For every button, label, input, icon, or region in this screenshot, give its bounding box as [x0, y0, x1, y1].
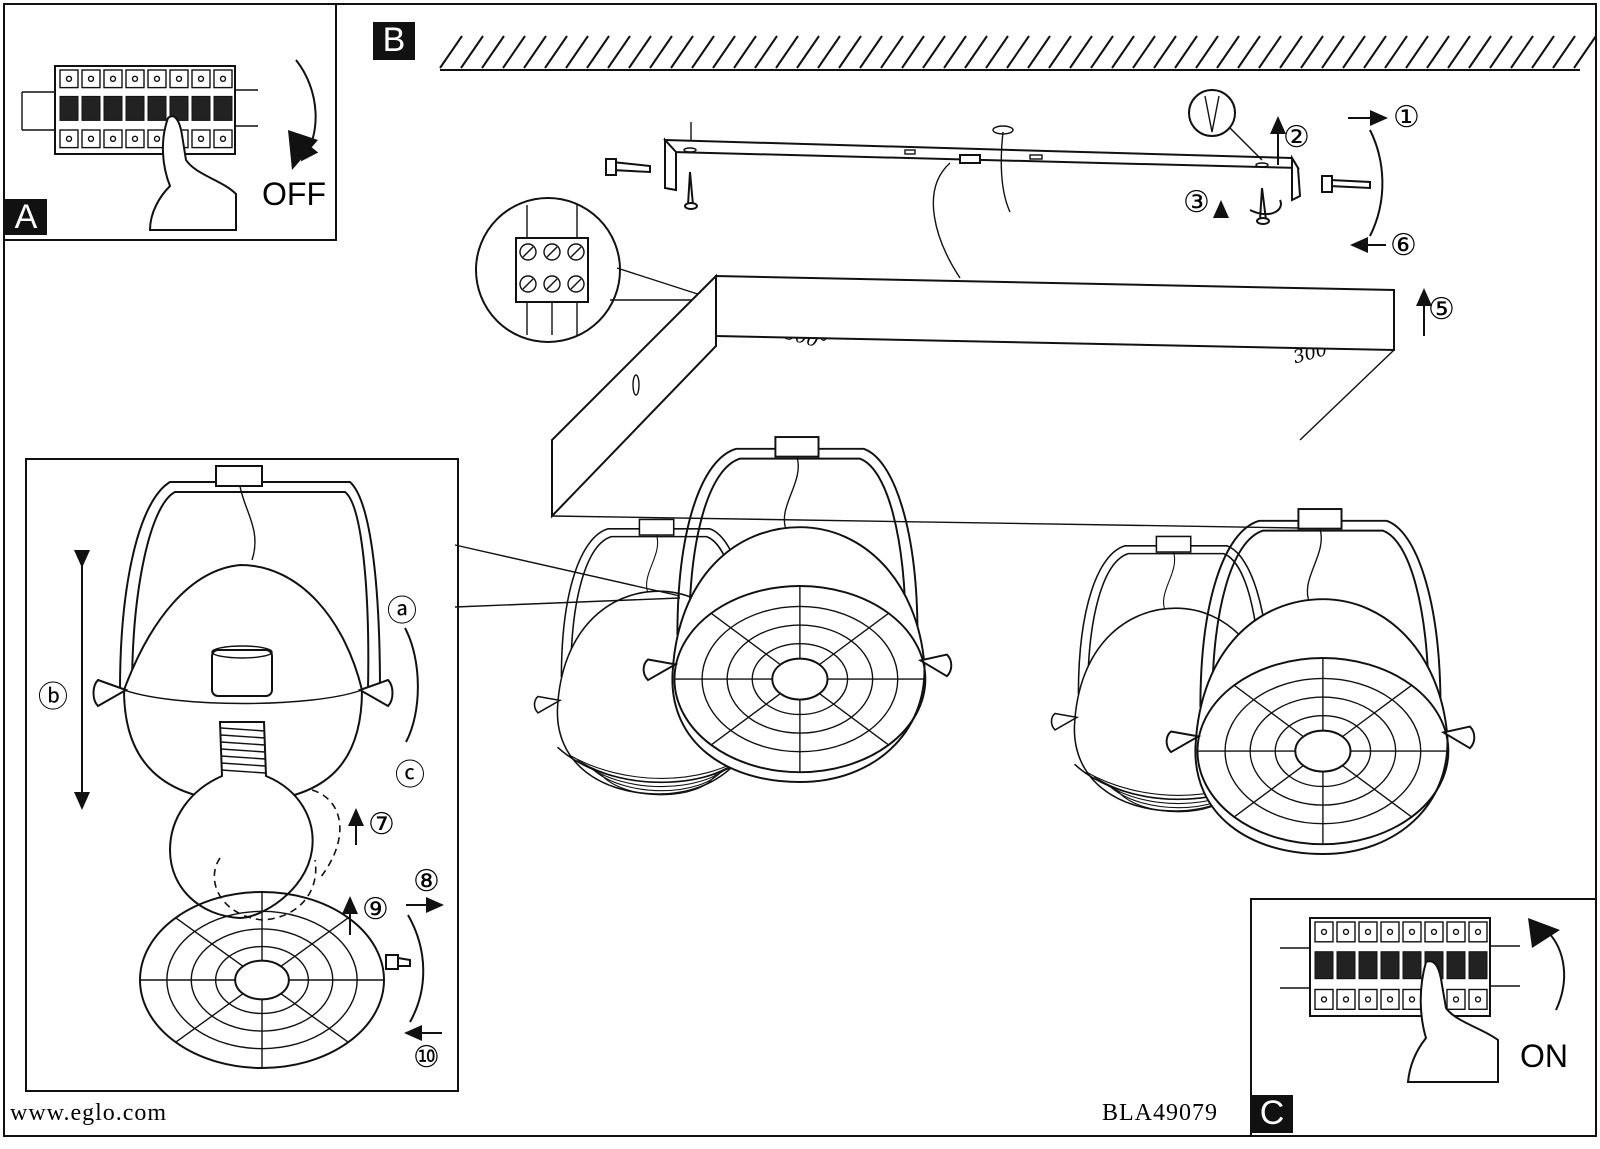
breaker-switch-on — [1280, 917, 1566, 1083]
ceiling-plate — [551, 273, 1395, 529]
detail-marker-b: ⓑ — [38, 680, 68, 715]
detail-spotlight-drawing — [74, 465, 444, 1069]
spotlights — [533, 436, 1476, 855]
off-label: OFF — [262, 176, 326, 212]
step-10-marker: ⑩ — [413, 1040, 440, 1075]
panel-b-tag: B — [373, 22, 415, 60]
model-number: BLA49079 — [1102, 1100, 1218, 1126]
panel-a-tag: A — [5, 199, 47, 235]
step-6-marker: ⑥ — [1390, 228, 1417, 263]
panel-c-tag: C — [1251, 1095, 1293, 1133]
detail-marker-c: ⓒ — [395, 758, 425, 793]
step-3-marker: ③ — [1183, 185, 1210, 220]
step-9-marker: ⑨ — [362, 892, 389, 927]
website-text: www.eglo.com — [10, 1100, 168, 1126]
ceiling-hatch — [439, 35, 1597, 69]
step-2-marker: ② — [1283, 120, 1310, 155]
breaker-switch-off — [21, 59, 319, 231]
step-1-marker: ① — [1393, 100, 1420, 135]
on-label: ON — [1520, 1038, 1568, 1074]
mounting-bracket — [605, 89, 1371, 279]
detail-marker-a: ⓐ — [387, 594, 417, 629]
step-8-marker: ⑧ — [413, 864, 440, 899]
step-5-marker: ⑤ — [1428, 292, 1455, 327]
terminal-block-bubble — [475, 197, 711, 343]
step-7-marker: ⑦ — [368, 807, 395, 842]
